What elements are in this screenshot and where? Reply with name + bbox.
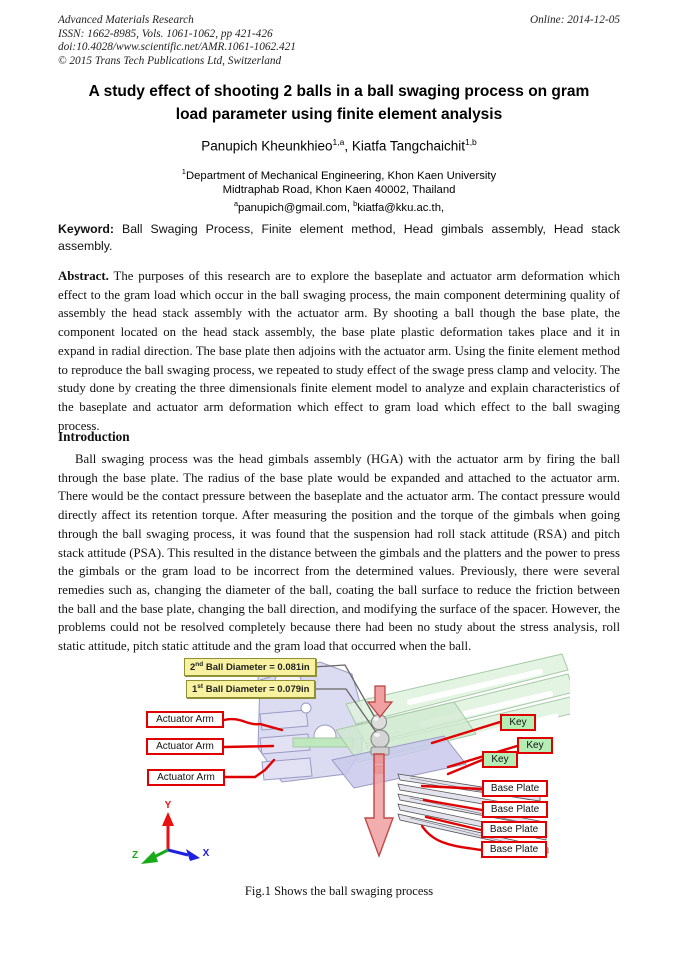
axis-x-label: X	[203, 848, 210, 859]
doi-line: doi:10.4028/www.scientific.net/AMR.1061-…	[58, 41, 296, 53]
axis-y-label: Y	[165, 800, 172, 811]
base-plate-label-1: Base Plate	[482, 780, 548, 797]
label-leader-lines	[222, 717, 519, 852]
email-author-1: panupich@gmail.com,	[238, 201, 354, 214]
key-label-2: Key	[517, 737, 553, 754]
email-author-2: kiatfa@kku.ac.th,	[357, 201, 445, 214]
coordinate-triad: Y X Z	[132, 800, 210, 864]
author-1: Panupich Kheunkhieo	[201, 138, 333, 154]
ball-swaging-illustration: Y X Z	[132, 653, 570, 864]
affiliation-emails: apanupich@gmail.com, bkiatfa@kku.ac.th,	[233, 198, 445, 214]
key-label-1: Key	[500, 714, 536, 731]
issn-line: ISSN: 1662-8985, Vols. 1061-1062, pp 421…	[58, 27, 273, 40]
copyright-line: © 2015 Trans Tech Publications Ltd, Swit…	[58, 54, 282, 67]
actuator-arm-label-3: Actuator Arm	[147, 769, 225, 786]
ball-2-diameter-label: 2nd Ball Diameter = 0.081in	[184, 658, 316, 677]
author-line: Panupich Kheunkhieo1,a, Kiatfa Tangchaic…	[201, 137, 477, 154]
ball-1-diameter-label: 1st Ball Diameter = 0.079in	[186, 680, 316, 699]
affiliation-line-2: Midtraphab Road, Khon Kaen 40002, Thaila…	[222, 183, 456, 196]
swage-balls	[370, 714, 390, 756]
keyword-paragraph: Keyword: Ball Swaging Process, Finite el…	[58, 221, 620, 254]
journal-name: Advanced Materials Research	[58, 14, 194, 26]
introduction-heading: Introduction	[58, 429, 130, 444]
introduction-paragraph: Ball swaging process was the head gimbal…	[58, 452, 620, 654]
base-plate-label-3: Base Plate	[481, 821, 547, 838]
key-label-3: Key	[482, 751, 518, 768]
press-arrow-bottom	[363, 753, 395, 859]
page-header: Advanced Materials Research ISSN: 1662-8…	[58, 14, 620, 68]
affiliation-line-1: 1Department of Mechanical Engineering, K…	[181, 167, 497, 182]
affiliation-block: 1Department of Mechanical Engineering, K…	[58, 165, 620, 215]
actuator-arm-label-2: Actuator Arm	[146, 738, 224, 755]
press-arrow-top	[366, 685, 394, 718]
journal-info: Advanced Materials Research ISSN: 1662-8…	[58, 14, 296, 68]
paper-title: A study effect of shooting 2 balls in a …	[58, 80, 620, 126]
abstract-text: The purposes of this research are to exp…	[58, 269, 620, 433]
diameter-leader-lines	[311, 664, 377, 733]
keyword-label: Keyword:	[58, 222, 115, 236]
abstract-label: Abstract.	[58, 269, 109, 283]
base-plate-label-2: Base Plate	[482, 801, 548, 818]
title-line-1: A study effect of shooting 2 balls in a …	[88, 83, 590, 100]
abstract-paragraph: Abstract. The purposes of this research …	[58, 267, 620, 435]
figure-1: Y X Z 2nd Ball Diameter = 0.081in 1st Ba…	[110, 650, 570, 882]
title-line-2: load parameter using finite element anal…	[175, 106, 503, 123]
actuator-arm-label-1: Actuator Arm	[146, 711, 224, 728]
author-1-superscript: 1,a	[332, 137, 345, 147]
base-plate-label-4: Base Plate	[481, 841, 547, 858]
author-2-superscript: 1,b	[464, 137, 477, 147]
keyword-text: Ball Swaging Process, Finite element met…	[58, 222, 620, 253]
axis-z-label: Z	[132, 850, 138, 861]
author-2: Kiatfa Tangchaichit	[351, 138, 465, 154]
figure-caption: Fig.1 Shows the ball swaging process	[244, 884, 434, 898]
online-date: Online: 2014-12-05	[529, 14, 620, 26]
